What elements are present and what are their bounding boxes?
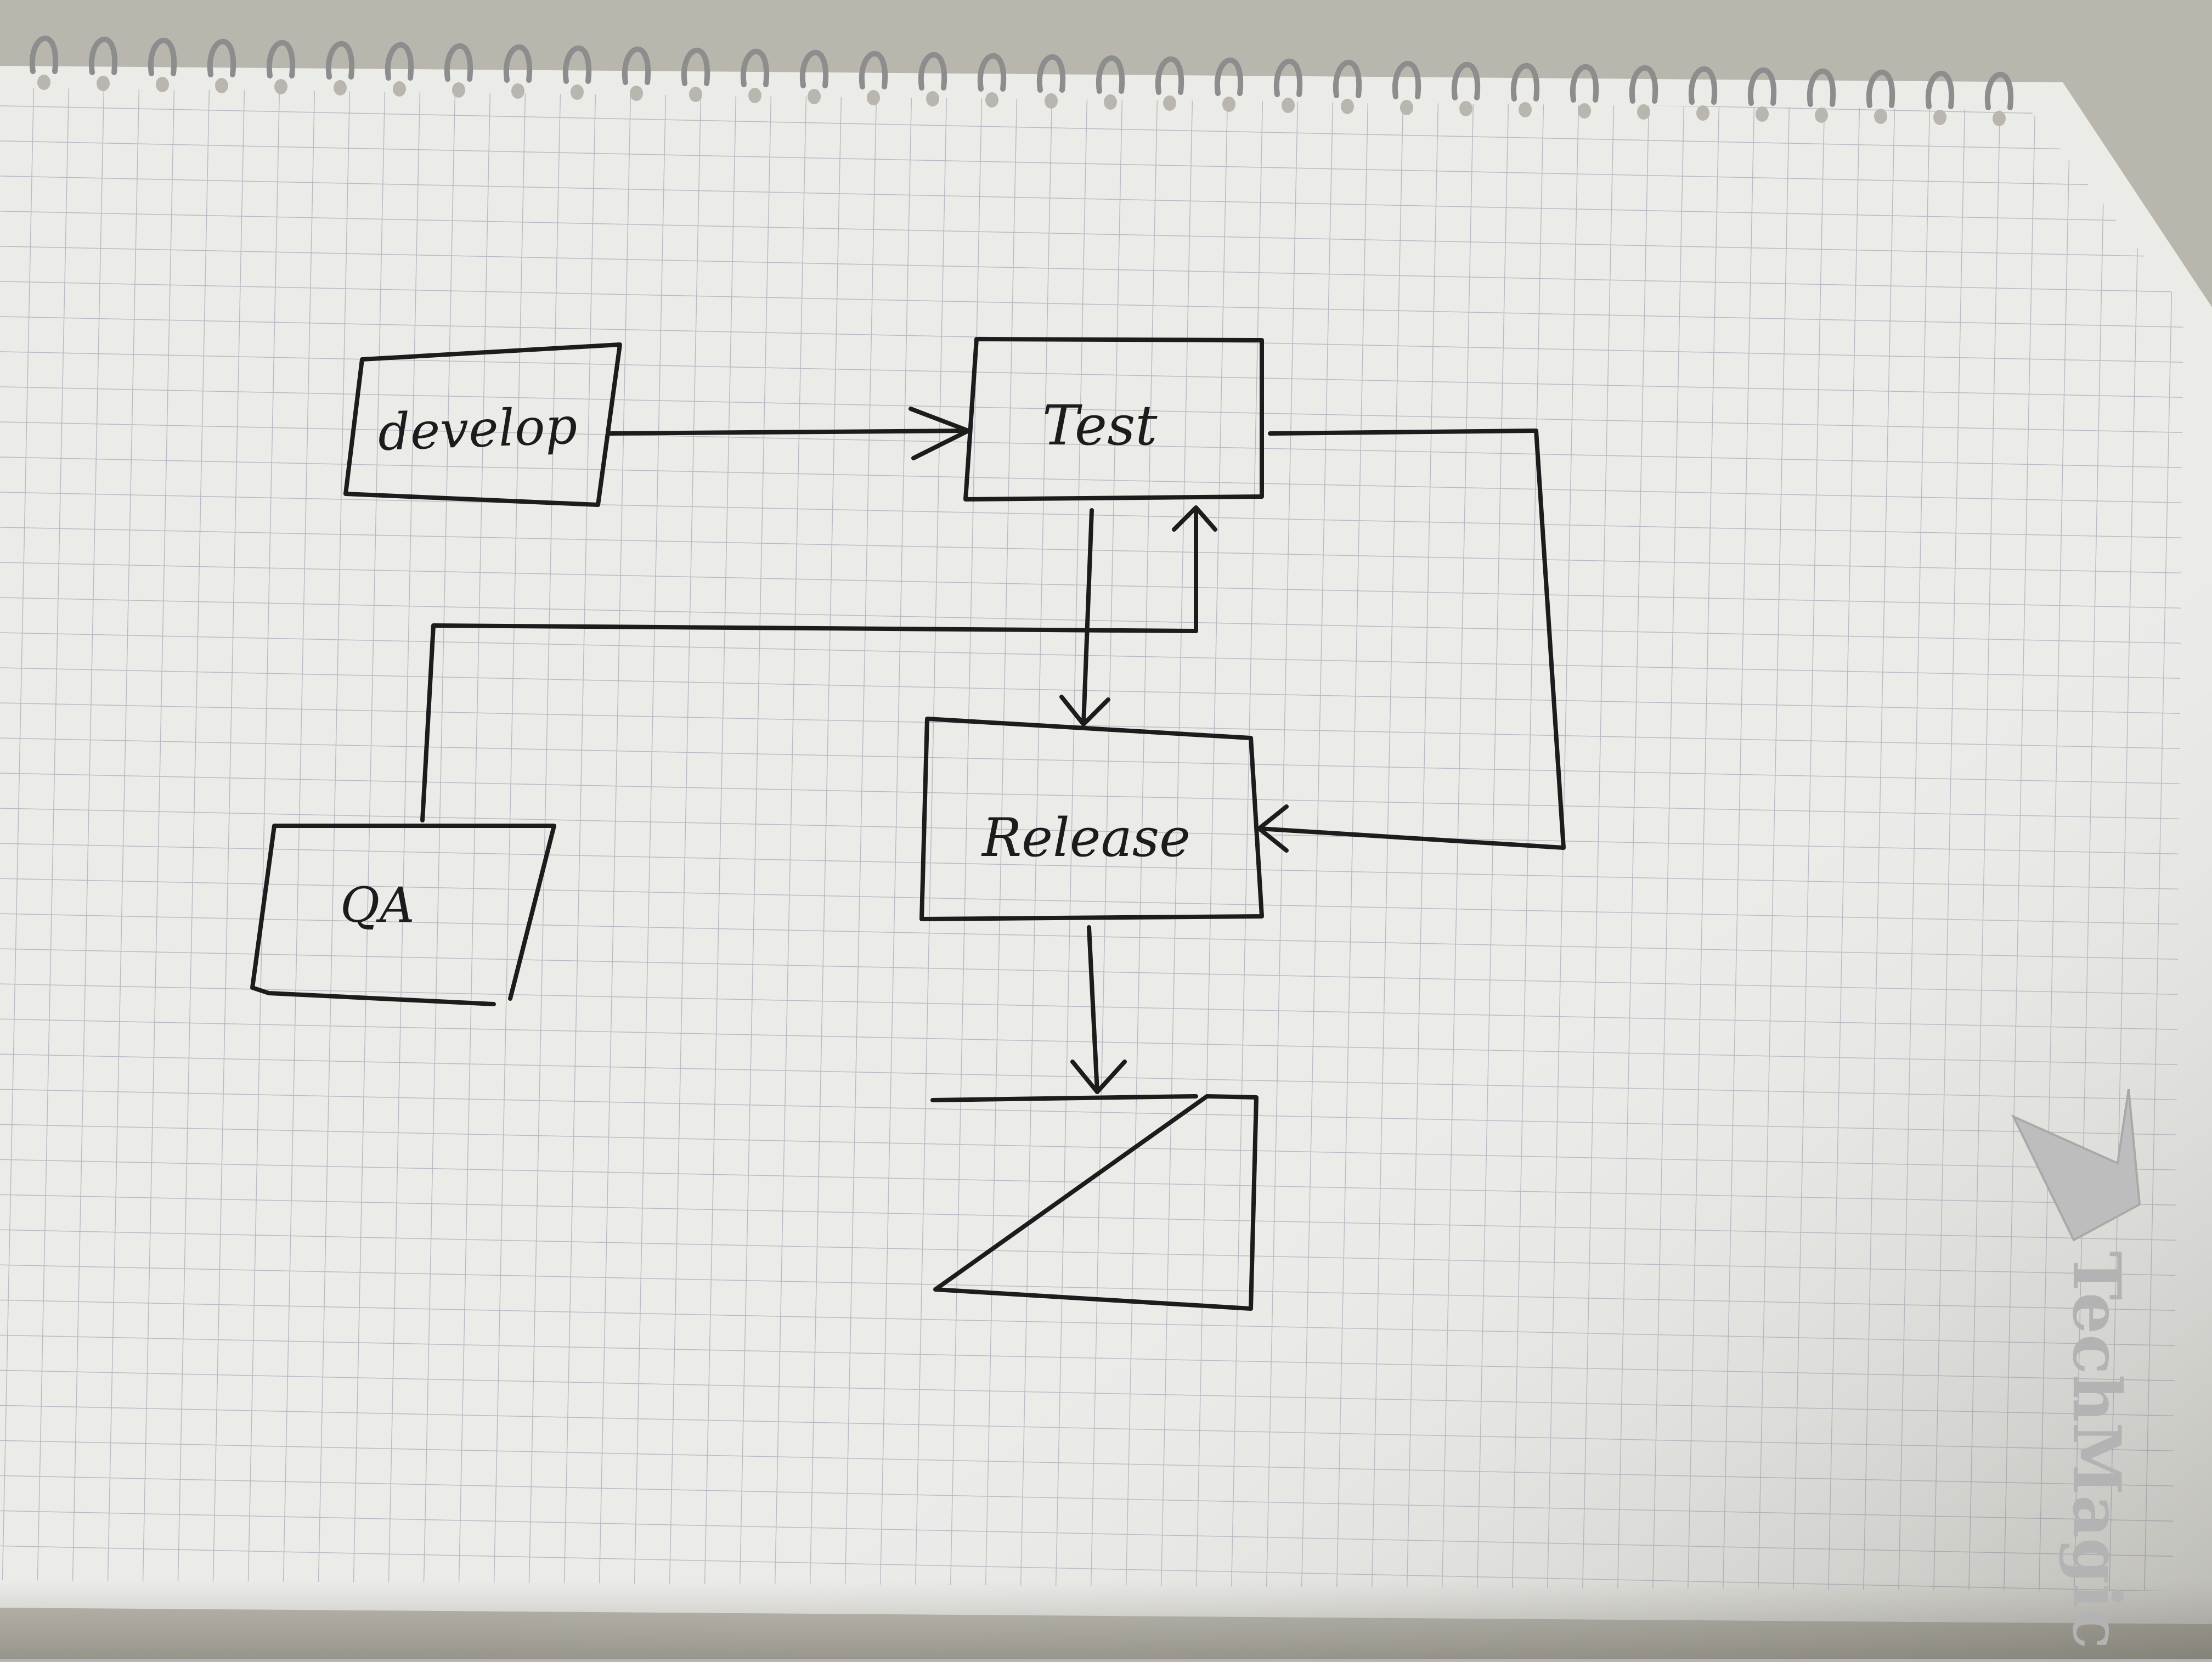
spiral-loop [622,46,651,85]
binding-hole [1341,99,1354,114]
spiral-loop [1273,58,1303,97]
spiral-loop [444,43,473,82]
spiral-loop [29,35,59,74]
develop-label: develop [377,396,578,462]
binding-hole [511,83,524,99]
spiral-loop [1451,61,1481,100]
binding-hole [1696,105,1709,121]
test-label: Test [1042,393,1158,458]
spiral-loop [325,41,355,80]
spiral-loop [1510,63,1540,102]
binding-hole [1578,103,1591,119]
release-label: Release [981,807,1190,869]
edge-release-blank [1087,925,1099,1094]
arrowhead-release-from-loop [1257,804,1289,853]
spiral-loop [977,53,1007,92]
spiral-loop [1747,67,1777,106]
spiral-loop [503,44,533,83]
binding-hole [274,79,287,94]
binding-hole [1519,102,1532,117]
binding-hole [571,84,584,100]
binding-hole [1815,108,1828,123]
spiral-loop [799,49,829,88]
spiral-loop [88,36,118,75]
binding-hole [1163,95,1176,111]
arrowhead-blank-from-release [1070,1060,1127,1094]
spiral-loop [681,47,710,86]
qa-box [250,824,556,1006]
binding-hole [1874,109,1887,124]
binding-hole [985,92,998,108]
watermark-text: TechMagic [2058,1251,2135,1649]
diagram [250,337,1566,1311]
binding-hole [1459,101,1472,116]
edge-develop-test [607,429,970,436]
binding-hole [867,90,880,105]
release-box [919,717,1264,921]
binding-hole [1756,106,1769,122]
binding-hole [689,87,702,102]
binding-hole [215,78,228,93]
spiral-loop [1866,69,1895,108]
spiral-loop [266,40,296,78]
binding-hole [1222,97,1235,112]
paper-shadow [0,66,2212,1659]
spiral-loop [1392,60,1421,99]
binding-hole [334,80,347,95]
spiral-loop [1570,64,1599,103]
spiral-loop [740,48,770,87]
binding-hole [1993,111,2006,126]
spiral-loop [1036,54,1066,93]
edge-test-release [1081,508,1094,726]
test-box [963,337,1264,502]
spiral-loop [1214,57,1244,96]
spiral-binding [29,35,2014,126]
desk-bottom [0,1580,2212,1659]
binding-hole [1045,93,1058,109]
spiral-loop [1629,65,1658,104]
spiral-loop [562,45,592,84]
spiral-loop [385,42,414,81]
binding-hole [1637,104,1650,120]
spiral-loop [207,38,236,77]
origami-bird-icon [2011,1089,2141,1242]
binding-hole [748,88,761,103]
binding-hole [630,86,643,101]
spiral-loop [1925,70,1955,109]
binding-hole [1400,100,1413,115]
spiral-loop [1984,71,2014,110]
edge-test-release-loop [1257,429,1566,850]
spiral-loop [918,52,947,91]
blank-box [930,1094,1259,1311]
qa-label: QA [340,877,415,933]
spiral-loop [1807,68,1836,107]
spiral-loop [1333,59,1362,98]
spiral-loop [148,37,177,76]
binding-hole [926,91,939,106]
edge-qa-test [420,508,1198,822]
binding-hole [393,81,406,97]
binding-hole [1282,98,1295,113]
spiral-loop [859,50,888,89]
arrowhead-test-from-develop [909,407,970,460]
develop-box [343,342,622,507]
arrowhead-release-from-test [1059,695,1110,726]
techmagic-watermark: TechMagic [2058,1251,2135,1649]
spiral-loop [1688,66,1718,105]
binding-hole [1933,110,1946,125]
spiral-loop [1096,55,1125,94]
binding-hole [1104,94,1117,110]
binding-hole [156,77,169,92]
arrowhead-test-from-qa [1172,505,1217,532]
spiral-loop [1155,56,1184,95]
binding-hole [452,82,465,98]
binding-hole [37,75,50,90]
binding-hole [97,76,110,91]
binding-hole [808,89,821,104]
